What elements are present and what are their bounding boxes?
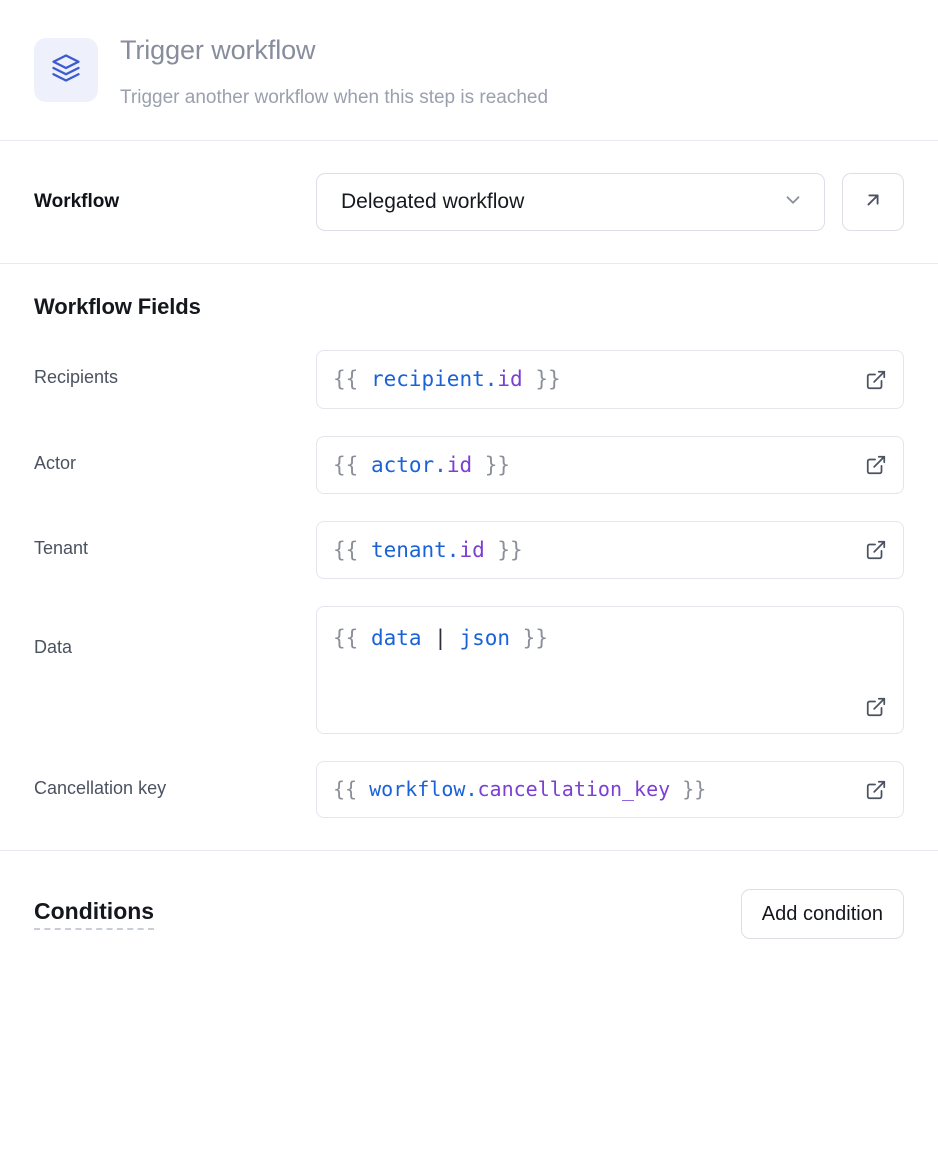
field-value-input[interactable]: {{ tenant.id }}	[316, 521, 904, 580]
workflow-fields-section: Workflow Fields Recipients {{ recipient.i…	[0, 264, 938, 850]
workflow-field-row: Data {{ data | json }}	[34, 606, 904, 735]
workflow-controls: Delegated workflow	[316, 173, 904, 232]
panel-header: Trigger workflow Trigger another workflo…	[0, 0, 938, 140]
divider-fields	[0, 850, 938, 852]
divider-header	[0, 140, 938, 142]
external-link-icon[interactable]	[865, 539, 887, 561]
workflow-section: Workflow Delegated workflow	[0, 141, 938, 263]
workflow-fields-list: Recipients {{ recipient.id }} Actor {{ act…	[34, 350, 904, 819]
conditions-title: Conditions	[34, 898, 155, 931]
field-label: Data	[34, 637, 73, 658]
external-link-icon[interactable]	[865, 369, 887, 391]
workflow-field-row: Recipients {{ recipient.id }}	[34, 350, 904, 409]
external-link-icon[interactable]	[865, 779, 887, 801]
field-label: Actor	[34, 452, 77, 473]
page-subtitle: Trigger another workflow when this step …	[120, 86, 549, 108]
workflow-label: Workflow	[34, 191, 120, 213]
field-template-value: {{ workflow.cancellation_key }}	[333, 777, 707, 802]
field-label: Cancellation key	[34, 778, 167, 799]
open-workflow-button[interactable]	[842, 173, 904, 232]
arrow-up-right-icon	[862, 189, 884, 216]
workflow-select-value: Delegated workflow	[341, 190, 525, 214]
conditions-section: Conditions Add condition	[0, 851, 938, 940]
chevron-down-icon	[782, 189, 804, 216]
field-value-input[interactable]: {{ recipient.id }}	[316, 350, 904, 409]
field-template-value: {{ data | json }}	[333, 626, 548, 651]
workflow-field-row: Tenant {{ tenant.id }}	[34, 521, 904, 580]
workflow-fields-heading: Workflow Fields	[34, 294, 201, 320]
field-template-value: {{ recipient.id }}	[333, 367, 561, 392]
page-title: Trigger workflow	[120, 35, 316, 65]
layers-icon	[51, 53, 81, 88]
field-label: Recipients	[34, 367, 119, 388]
field-label: Tenant	[34, 538, 89, 559]
workflow-select[interactable]: Delegated workflow	[316, 173, 825, 232]
external-link-icon[interactable]	[865, 454, 887, 476]
layers-icon-container	[34, 38, 98, 102]
field-template-value: {{ tenant.id }}	[333, 538, 523, 563]
field-value-input[interactable]: {{ data | json }}	[316, 606, 904, 735]
divider-workflow	[0, 263, 938, 265]
field-value-input[interactable]: {{ workflow.cancellation_key }}	[316, 761, 904, 819]
external-link-icon[interactable]	[865, 696, 887, 718]
header-text-block: Trigger workflow Trigger another workflo…	[120, 32, 548, 110]
workflow-field-row: Cancellation key {{ workflow.cancellation…	[34, 761, 904, 819]
field-value-input[interactable]: {{ actor.id }}	[316, 435, 904, 495]
add-condition-button[interactable]: Add condition	[740, 889, 904, 940]
workflow-field-row: Actor {{ actor.id }}	[34, 435, 904, 495]
field-template-value: {{ actor.id }}	[333, 452, 511, 477]
